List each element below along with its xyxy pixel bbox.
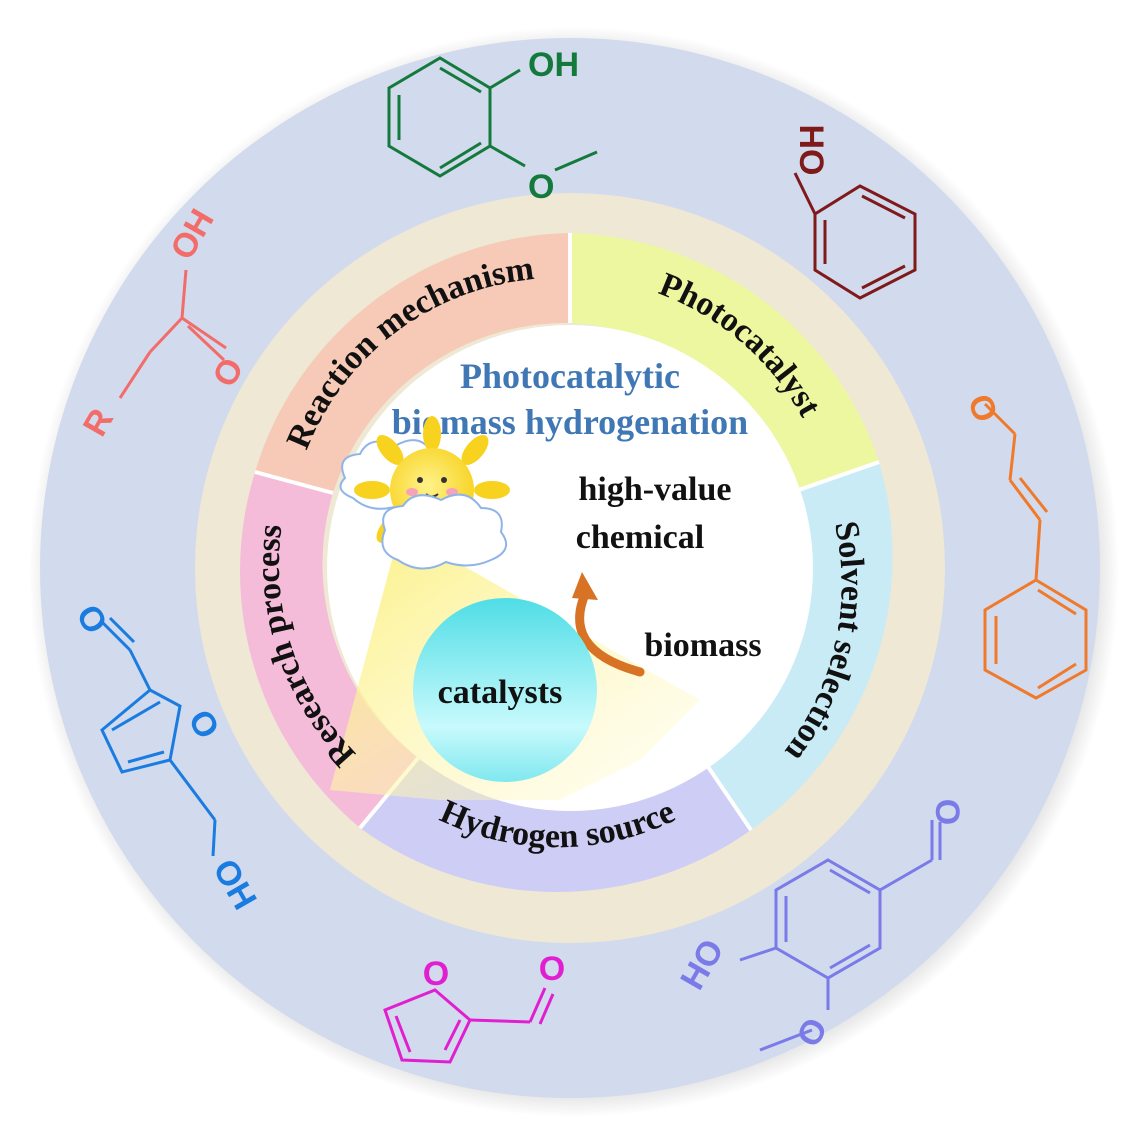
title-line-2: biomass hydrogenation — [392, 402, 748, 442]
phenol-ho-label: HO — [792, 125, 830, 176]
guaiacol-o-label: O — [528, 168, 554, 206]
phenol-molecule — [793, 172, 917, 300]
cinnamaldehyde-molecule — [983, 402, 1088, 700]
segment-photocatalyst — [570, 233, 879, 492]
catalyst-label: catalysts — [438, 674, 563, 711]
vanillin-molecule — [739, 820, 942, 1052]
catalyst-sphere — [413, 598, 597, 782]
segment-reaction-mechanism — [255, 233, 570, 493]
substrate-label: biomass — [644, 627, 761, 664]
product-label-line-1: high-value — [578, 471, 731, 508]
guaiacol-molecule — [387, 56, 598, 178]
guaiacol-oh-label: OH — [528, 46, 579, 84]
furfural-molecule — [383, 987, 555, 1064]
product-label-line-2: chemical — [576, 519, 704, 556]
furfural-o-ring-label: O — [423, 955, 449, 993]
title-line-1: Photocatalytic — [460, 356, 680, 396]
furfural-o-aldehyde-label: O — [539, 950, 565, 988]
vanillin-o-aldehyde-label: O — [928, 799, 966, 825]
conversion-arrow-icon — [572, 572, 645, 677]
sun-icon — [339, 416, 510, 570]
hmf-molecule — [100, 616, 217, 857]
acid-molecule — [118, 269, 227, 399]
